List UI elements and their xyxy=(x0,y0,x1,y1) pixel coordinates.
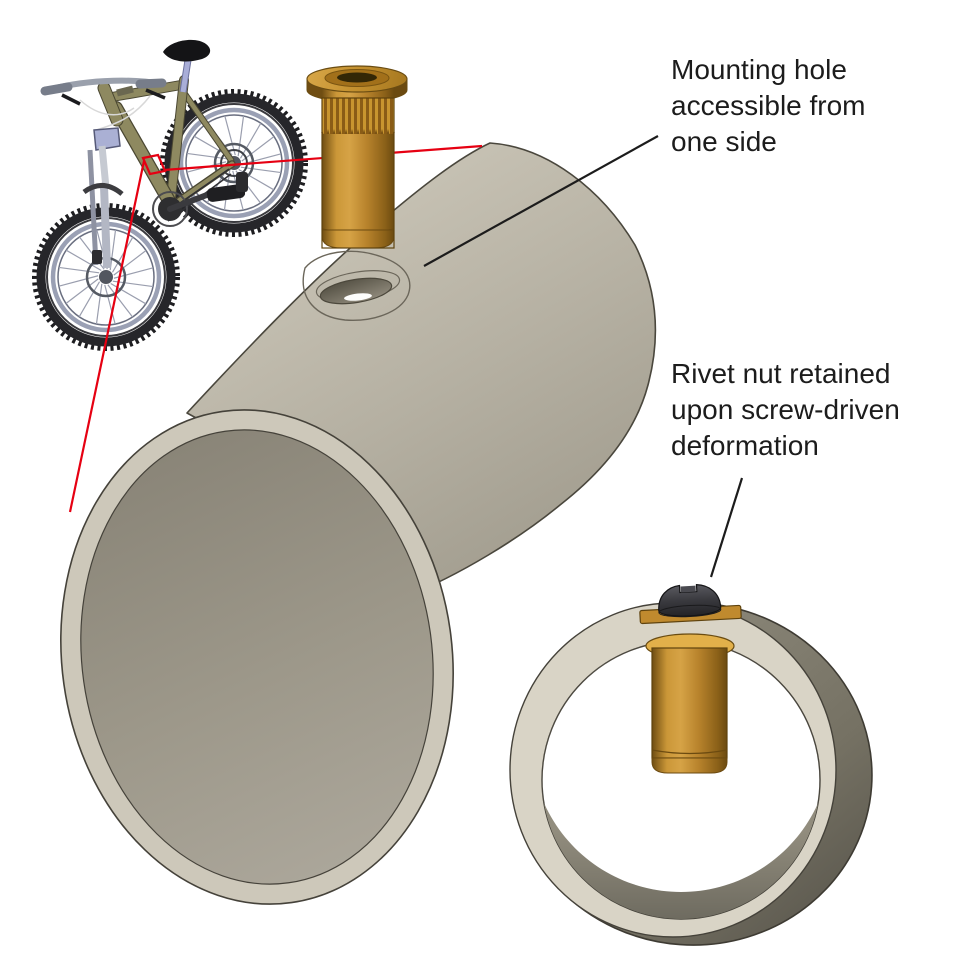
mounting-hole xyxy=(302,250,411,321)
annotation-line: upon screw-driven xyxy=(671,394,900,425)
nut-outline xyxy=(321,97,395,249)
chain-stay xyxy=(167,161,235,210)
chainring xyxy=(152,191,188,227)
detail-line-lower xyxy=(68,160,146,513)
left-brake-lever xyxy=(61,93,81,106)
frame-tube xyxy=(60,142,657,905)
front-brake-caliper xyxy=(92,250,102,264)
annotation-line: deformation xyxy=(671,430,819,461)
rear-tire xyxy=(164,93,304,233)
installed-nut-tail xyxy=(651,757,728,774)
screw-slot xyxy=(680,585,696,593)
left-grip xyxy=(40,82,73,96)
fork-leg-far xyxy=(87,149,99,266)
annotation-line: Mounting hole xyxy=(671,54,847,85)
screw-head xyxy=(658,584,722,617)
fork-lower-leg xyxy=(100,185,111,269)
leader-lines xyxy=(423,135,744,578)
seat-tube xyxy=(166,76,188,211)
bike-cad-image xyxy=(32,39,308,351)
brake-cable xyxy=(79,99,135,116)
annotation-line: accessible from xyxy=(671,90,866,121)
seat-stay xyxy=(179,87,234,163)
bike-fork xyxy=(82,127,124,269)
fork-stanchion xyxy=(98,145,110,189)
rivet-retention-leader xyxy=(709,477,744,578)
screw-assembly xyxy=(639,584,742,625)
rear-tire-knobs xyxy=(160,89,308,237)
nut-tail xyxy=(321,229,395,249)
bike-drivetrain xyxy=(152,168,248,227)
tube-cross-section xyxy=(509,584,873,946)
countersink-outline xyxy=(302,250,411,321)
seatpost xyxy=(180,59,191,93)
rear-derailleur xyxy=(236,172,248,192)
knurled-section xyxy=(322,98,394,134)
front-hub xyxy=(99,270,113,284)
installed-nut-barrel xyxy=(651,647,728,759)
bike-cockpit xyxy=(40,39,211,131)
annotation-line: one side xyxy=(671,126,777,157)
tube-bore xyxy=(80,429,434,885)
right-brake-lever xyxy=(145,88,166,100)
annotation-rivet-retention: Rivet nut retained upon screw-driven def… xyxy=(671,356,900,464)
annotation-line: Rivet nut retained xyxy=(671,358,891,389)
right-grip xyxy=(135,78,167,89)
hole-glint xyxy=(344,293,372,301)
annotation-mounting-hole: Mounting hole accessible from one side xyxy=(671,52,866,160)
hole-opening xyxy=(319,277,393,305)
pedal xyxy=(206,184,246,202)
fork-crown xyxy=(93,127,121,151)
stem xyxy=(116,85,134,97)
mounting-hole-leader xyxy=(423,135,659,267)
knurl-teeth xyxy=(321,128,395,147)
saddle xyxy=(163,39,211,62)
nut-bore-opening xyxy=(337,72,377,83)
rear-rim xyxy=(178,107,290,219)
fork-arch xyxy=(82,183,124,196)
installed-rivet-nut xyxy=(645,633,735,774)
screw-head-base xyxy=(658,604,722,618)
rivet-nut xyxy=(306,65,408,249)
crank-arm xyxy=(167,190,215,212)
nut-barrel xyxy=(322,134,394,230)
